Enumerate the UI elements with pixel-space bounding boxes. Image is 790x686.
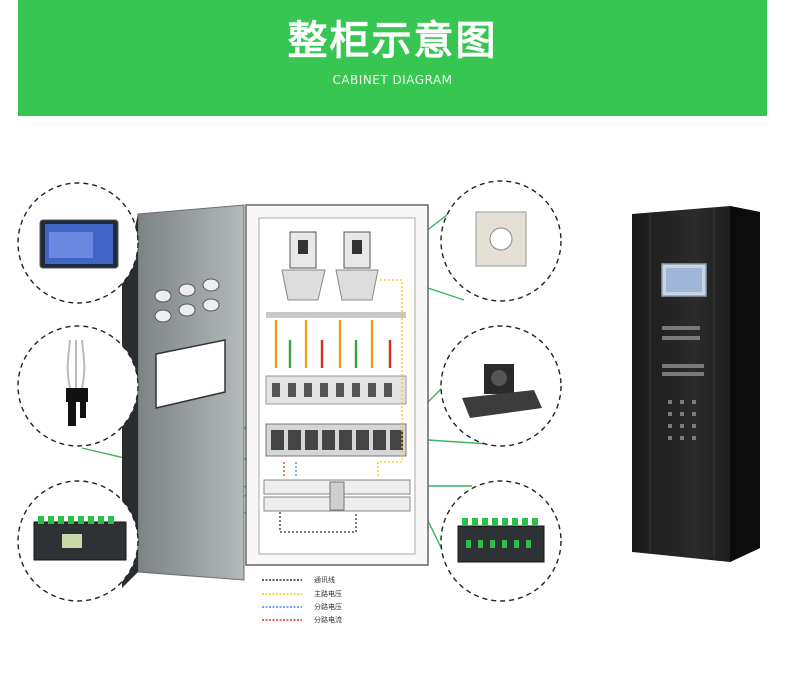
legend-label: 通讯线	[314, 575, 335, 584]
legend-label: 分路电压	[314, 602, 342, 611]
callout-current-transformer	[440, 180, 562, 302]
header-banner: 整柜示意图 CABINET DIAGRAM	[18, 0, 767, 116]
legend-item: 分路电压	[262, 602, 342, 611]
page-title: 整柜示意图	[287, 18, 498, 64]
cabinet-door	[122, 204, 245, 588]
callout-split-core-ct	[440, 325, 562, 447]
legend: 通讯线 主路电压 分路电压 分路电流	[262, 575, 342, 624]
callout-touch-display	[17, 182, 139, 304]
legend-item: 通讯线	[262, 575, 335, 584]
page-subtitle: CABINET DIAGRAM	[332, 73, 453, 87]
door-window	[155, 339, 226, 409]
cabinet-body	[245, 204, 429, 566]
door-indicator-lights	[154, 278, 220, 323]
legend-item: 主路电压	[262, 589, 342, 598]
legend-label: 分路电流	[314, 615, 342, 624]
legend-label: 主路电压	[314, 589, 342, 598]
legend-item: 分路电流	[262, 615, 342, 624]
callout-branch-module	[440, 480, 562, 602]
rack-cabinet	[632, 206, 760, 562]
callout-sensor-cable	[17, 325, 139, 447]
callout-metering-module	[17, 480, 139, 602]
